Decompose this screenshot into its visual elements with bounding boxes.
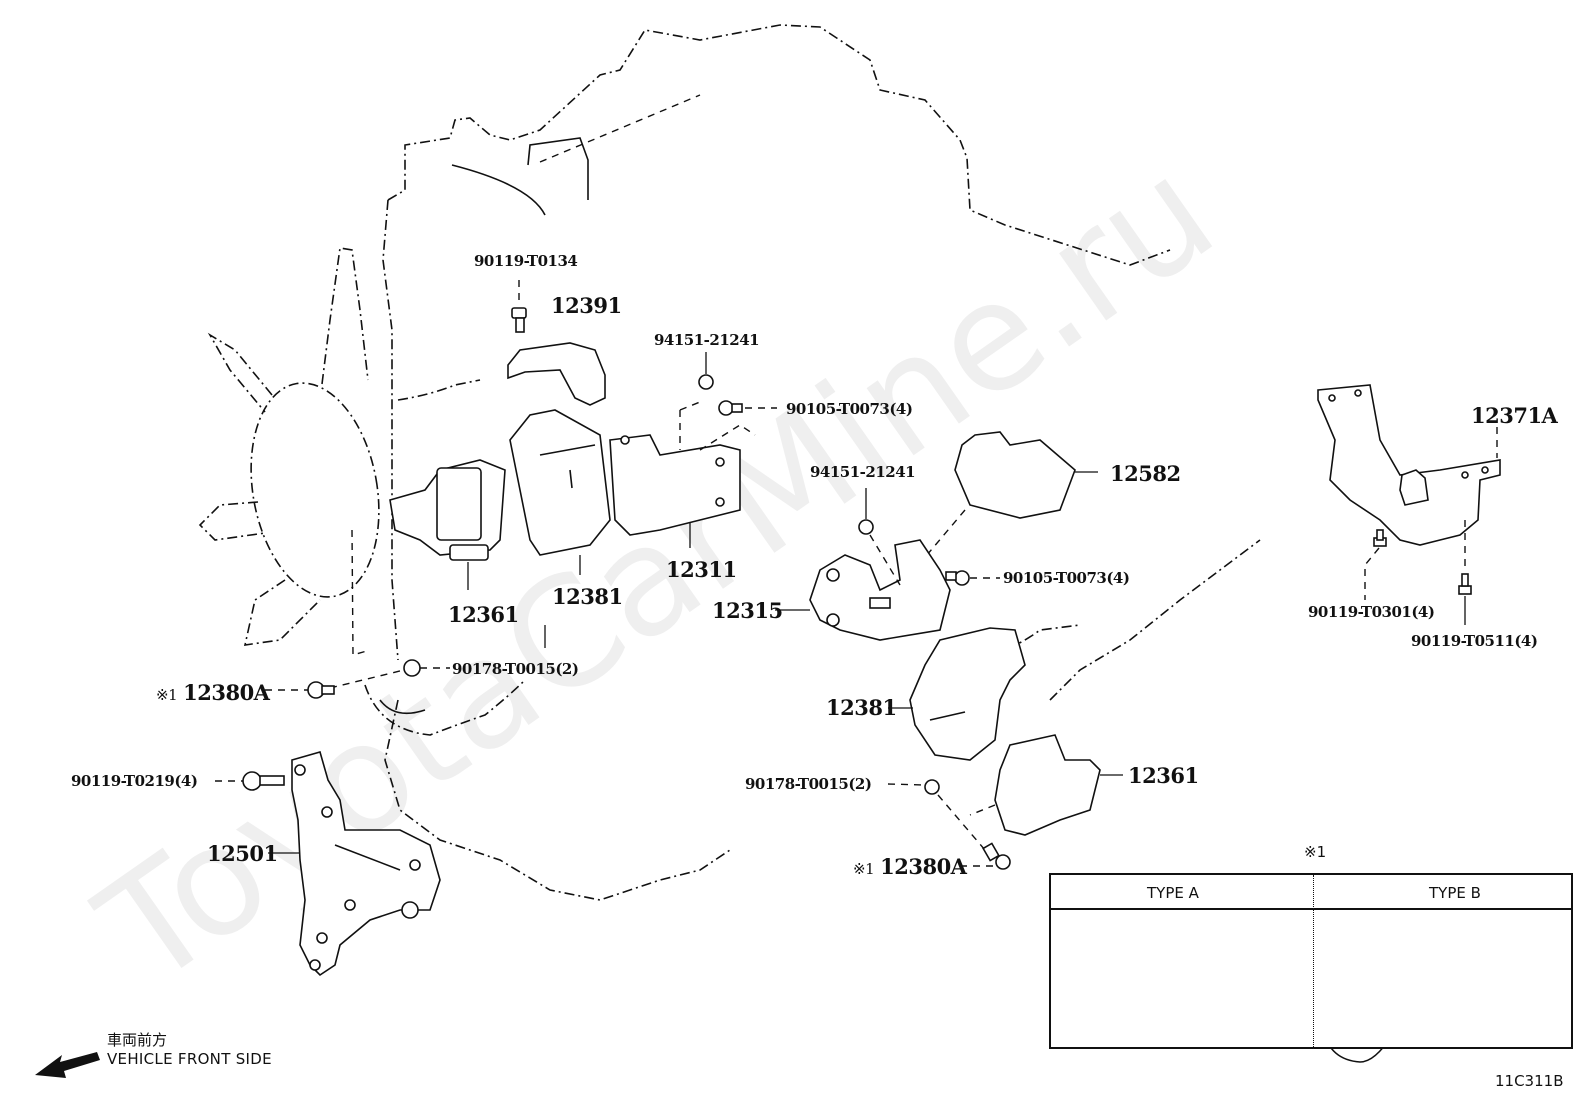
legend-type-a-label: TYPE A	[1147, 884, 1199, 902]
fan-shroud-arc	[379, 699, 426, 715]
part-12391	[507, 342, 606, 406]
callout-90119-T0301[interactable]: 90119-T0301(4)	[1308, 603, 1435, 621]
legend-type-b-label: TYPE B	[1429, 884, 1481, 902]
bolt-12380A-left-icon	[265, 681, 335, 699]
nut-90178-left-icon	[329, 529, 546, 689]
callout-90105-T0073-mid[interactable]: 90105-T0073(4)	[1003, 569, 1130, 587]
note-mark: ※1	[156, 686, 178, 704]
bolt-type-legend: TYPE A TYPE B	[1049, 873, 1573, 1049]
nut-94151-mid-icon	[858, 488, 901, 586]
bolt-90105-mid-icon	[945, 570, 1000, 586]
callout-12371A[interactable]: 12371A	[1471, 403, 1558, 428]
bolt-90119-T0134-icon	[511, 280, 527, 333]
legend-divider	[1313, 875, 1314, 1047]
nut-90178-right-icon	[887, 779, 986, 851]
legend-title: ※1	[1304, 843, 1327, 861]
callout-90105-T0073-upper[interactable]: 90105-T0073(4)	[786, 400, 913, 418]
callout-94151-21241-mid[interactable]: 94151-21241	[810, 463, 916, 481]
bolt-12380A-right-icon	[960, 842, 1011, 870]
part-12361-right	[969, 734, 1123, 836]
bolt-90105-upper-icon	[718, 400, 777, 416]
callout-12361-left[interactable]: 12361	[448, 602, 519, 627]
callout-90119-T0134[interactable]: 90119-T0134	[474, 252, 578, 270]
bolt-90119-T0511-icon	[1458, 520, 1472, 625]
part-12381-right	[888, 627, 1026, 761]
figure-code: 11C311B	[1495, 1072, 1564, 1090]
part-12315	[775, 539, 951, 641]
vehicle-front-label-en: VEHICLE FRONT SIDE	[107, 1050, 272, 1068]
callout-90119-T0219[interactable]: 90119-T0219(4)	[71, 772, 198, 790]
engine-lower-curve	[364, 679, 526, 736]
callout-12315[interactable]: 12315	[712, 598, 783, 623]
part-12381-left	[509, 409, 611, 575]
note-mark: ※1	[853, 860, 875, 878]
callout-12381-left[interactable]: 12381	[552, 584, 623, 609]
callout-90178-T0015-right[interactable]: 90178-T0015(2)	[745, 775, 872, 793]
callout-12391[interactable]: 12391	[551, 293, 622, 318]
cooling-fan	[198, 247, 481, 646]
callout-90119-T0511[interactable]: 90119-T0511(4)	[1411, 632, 1538, 650]
callout-90178-T0015-left[interactable]: 90178-T0015(2)	[452, 660, 579, 678]
part-12361-left	[389, 459, 506, 590]
part-12311	[609, 401, 756, 548]
callout-12582[interactable]: 12582	[1110, 461, 1181, 486]
bolt-90119-T0219-icon	[215, 771, 285, 791]
vehicle-front-label-jp: 車両前方	[107, 1031, 168, 1049]
bolt-90119-T0301-icon	[1364, 529, 1387, 600]
nut-94151-upper-icon	[698, 352, 714, 390]
legend-header-row	[1051, 875, 1571, 910]
callout-12361-right[interactable]: 12361	[1128, 763, 1199, 788]
vehicle-front-arrow-icon	[35, 1052, 100, 1078]
callout-12501[interactable]: 12501	[207, 841, 278, 866]
part-12501	[268, 751, 441, 977]
part-12371A	[1317, 384, 1501, 546]
callout-94151-21241-upper[interactable]: 94151-21241	[654, 331, 760, 349]
callout-12311[interactable]: 12311	[666, 557, 737, 582]
callout-12381-right[interactable]: 12381	[826, 695, 897, 720]
